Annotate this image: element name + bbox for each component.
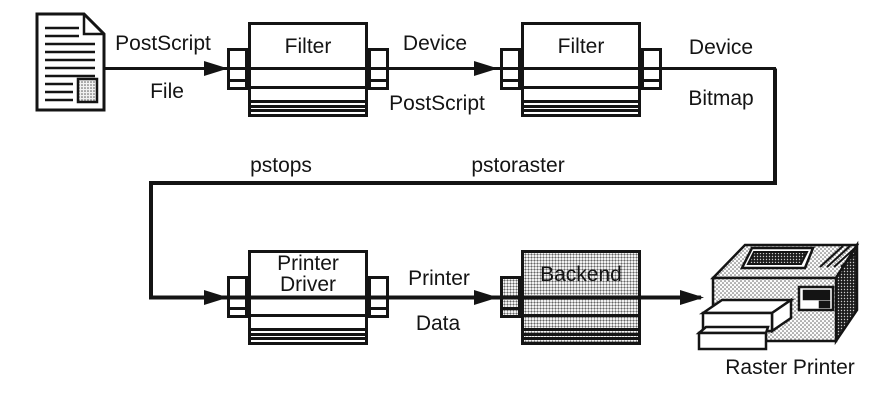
- module-stack-line: [523, 105, 639, 108]
- raster-printer-icon: [695, 240, 860, 351]
- program-label-pstops: pstops: [250, 154, 312, 177]
- module-stack-line: [250, 100, 366, 103]
- edge-label-device-2: Device: [688, 36, 754, 59]
- module-divider: [521, 86, 641, 89]
- module-stack-line: [250, 105, 366, 108]
- edge-label-data: Data: [415, 312, 461, 335]
- module-divider: [248, 86, 368, 89]
- module-stack-line: [523, 100, 639, 103]
- edge-label-device-1: Device: [402, 32, 468, 55]
- connector-tab-right: [368, 276, 389, 318]
- connector-tab-right: [641, 48, 662, 90]
- connector-tab-left: [500, 48, 521, 90]
- document-icon: [35, 12, 106, 112]
- module-divider: [521, 314, 641, 317]
- node-label-backend: Backend: [540, 262, 622, 286]
- module-stack-line: [523, 333, 639, 336]
- edge-label-file: File: [150, 80, 184, 103]
- connector-tab-left: [500, 276, 521, 318]
- connector-tab-left: [227, 276, 248, 318]
- edge-label-device-postscript: PostScript: [389, 92, 485, 115]
- node-backend: Backend: [500, 250, 641, 345]
- edge-label-postscript: PostScript: [115, 32, 211, 55]
- program-label-pstoraster: pstoraster: [471, 154, 565, 177]
- module-stack-line: [250, 337, 366, 340]
- module-stack-line: [250, 328, 366, 331]
- edge-label-printer: Printer: [408, 267, 470, 290]
- connector-tab-right: [368, 48, 389, 90]
- module-stack-line: [523, 337, 639, 340]
- caption-raster-printer: Raster Printer: [725, 356, 855, 379]
- node-filter-2: Filter: [500, 22, 662, 117]
- connector-tab-left: [227, 48, 248, 90]
- edge-label-bitmap: Bitmap: [688, 87, 754, 110]
- module-stack-line: [523, 109, 639, 112]
- module-divider: [248, 314, 368, 317]
- module-stack-line: [523, 328, 639, 331]
- node-filter-1: Filter: [227, 22, 389, 117]
- node-label-filter-1: Filter: [284, 34, 332, 58]
- module-stack-line: [250, 109, 366, 112]
- module-stack-line: [250, 333, 366, 336]
- node-label-filter-2: Filter: [557, 34, 605, 58]
